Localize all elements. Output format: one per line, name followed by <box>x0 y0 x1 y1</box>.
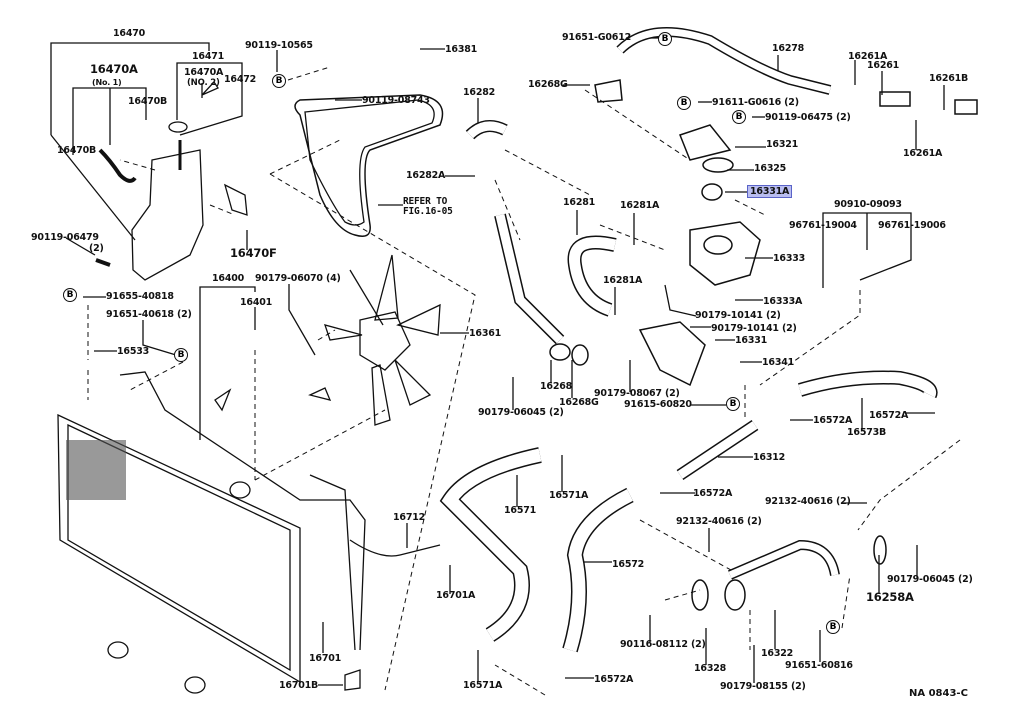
part-label[interactable]: 16571 <box>504 505 537 516</box>
radiator-drawing <box>57 371 441 694</box>
part-label[interactable]: 16282 <box>463 87 496 98</box>
part-label[interactable]: 16401 <box>240 297 273 308</box>
figure-code: NA 0843-C <box>909 688 968 699</box>
part-label[interactable]: 16261B <box>929 73 969 84</box>
part-label[interactable]: 90179-08067 (2) <box>594 388 680 399</box>
part-label[interactable]: 16333 <box>773 253 806 264</box>
part-label[interactable]: 91655-40818 <box>106 291 174 302</box>
part-label[interactable]: 16571A <box>549 490 589 501</box>
part-label[interactable]: 16261A <box>903 148 943 159</box>
part-label[interactable]: 90119-08743 <box>362 95 430 106</box>
leader-lines <box>50 37 945 686</box>
part-label[interactable]: 16572 <box>612 559 645 570</box>
part-label[interactable]: 16470A <box>184 67 224 78</box>
reference-note-line1: REFER TO <box>403 196 448 207</box>
part-label[interactable]: 16281A <box>603 275 643 286</box>
part-label[interactable]: 91615-60820 <box>624 399 692 410</box>
part-label[interactable]: 16470F <box>230 246 277 260</box>
part-label[interactable]: 16573B <box>847 427 887 438</box>
bolt-marker-b: B <box>732 110 746 124</box>
part-label[interactable]: 16281 <box>563 197 596 208</box>
part-label[interactable]: 90179-08155 (2) <box>720 681 806 692</box>
part-label[interactable]: 16712 <box>393 512 426 523</box>
part-label[interactable]: 90119-06475 (2) <box>765 112 851 123</box>
part-label[interactable]: 16571A <box>463 680 503 691</box>
part-label[interactable]: 90179-06045 (2) <box>887 574 973 585</box>
part-label[interactable]: 16572A <box>813 415 853 426</box>
part-label[interactable]: 16321 <box>766 139 799 150</box>
part-label[interactable]: 91651-60816 <box>785 660 853 671</box>
hoses-drawing <box>439 27 978 653</box>
part-label[interactable]: 90179-06045 (2) <box>478 407 564 418</box>
reference-note-line2[interactable]: FIG.16-05 <box>403 206 453 217</box>
part-label[interactable]: 92132-40616 (2) <box>676 516 762 527</box>
part-label[interactable]: 16325 <box>754 163 787 174</box>
part-label[interactable]: 16331 <box>735 335 768 346</box>
part-label[interactable]: 16312 <box>753 452 786 463</box>
bolt-marker-b: B <box>826 620 840 634</box>
part-label[interactable]: 90910-09093 <box>834 199 902 210</box>
part-label[interactable]: 16381 <box>445 44 478 55</box>
part-label[interactable]: 16361 <box>469 328 502 339</box>
part-label[interactable]: 90116-08112 (2) <box>620 639 706 650</box>
part-label[interactable]: 16268G <box>528 79 568 90</box>
part-label[interactable]: 16470B <box>57 145 97 156</box>
part-label-note: (No. 1) <box>92 78 122 87</box>
part-label[interactable]: 16701 <box>309 653 342 664</box>
part-label[interactable]: 16470 <box>113 28 146 39</box>
part-label[interactable]: 16322 <box>761 648 794 659</box>
bolt-marker-b: B <box>63 288 77 302</box>
part-label[interactable]: 96761-19006 <box>878 220 946 231</box>
part-label[interactable]: 96761-19004 <box>789 220 857 231</box>
part-label[interactable]: 16341 <box>762 357 795 368</box>
part-label[interactable]: 90119-06479 <box>31 232 99 243</box>
bolt-marker-b: B <box>174 348 188 362</box>
part-label[interactable]: 90179-10141 (2) <box>711 323 797 334</box>
bolt-marker-b: B <box>726 397 740 411</box>
part-label[interactable]: 16261A <box>848 51 888 62</box>
part-label[interactable]: 16533 <box>117 346 150 357</box>
part-label[interactable]: 16572A <box>869 410 909 421</box>
part-label[interactable]: 91651-G0612 <box>562 32 632 43</box>
part-label[interactable]: 16268 <box>540 381 573 392</box>
assembly-dashed-lines <box>87 66 961 696</box>
part-label-note: (NO. 2) <box>187 78 220 88</box>
cooling-fan-drawing <box>324 254 441 426</box>
part-label[interactable]: 16278 <box>772 43 805 54</box>
part-label[interactable]: 16572A <box>594 674 634 685</box>
part-label[interactable]: 16472 <box>224 74 257 85</box>
bolt-marker-b: B <box>272 74 286 88</box>
part-label[interactable]: 90179-10141 (2) <box>695 310 781 321</box>
part-label[interactable]: 16471 <box>192 51 225 62</box>
part-label[interactable]: 16261 <box>867 60 900 71</box>
part-label[interactable]: 16333A <box>763 296 803 307</box>
part-label[interactable]: 91651-40618 (2) <box>106 309 192 320</box>
part-label[interactable]: 16328 <box>694 663 727 674</box>
coolant-reservoir-drawing <box>95 80 248 281</box>
part-label[interactable]: 16572A <box>693 488 733 499</box>
part-label[interactable]: 90119-10565 <box>245 40 313 51</box>
part-label[interactable]: 16701B <box>279 680 319 691</box>
part-label[interactable]: 16281A <box>620 200 660 211</box>
part-label[interactable]: 16268G <box>559 397 599 408</box>
part-label-note: (2) <box>89 243 104 254</box>
part-label-highlighted[interactable]: 16331A <box>747 185 793 198</box>
bolt-marker-b: B <box>677 96 691 110</box>
part-label[interactable]: 92132-40616 (2) <box>765 496 851 507</box>
part-label[interactable]: 16701A <box>436 590 476 601</box>
bolt-marker-b: B <box>658 32 672 46</box>
part-label[interactable]: 16258A <box>866 590 914 604</box>
part-label[interactable]: 16470A <box>90 62 138 76</box>
part-label[interactable]: 16470B <box>128 96 168 107</box>
part-label[interactable]: 91611-G0616 (2) <box>712 97 799 108</box>
part-label[interactable]: 16400 <box>212 273 245 284</box>
drive-belt-drawing <box>294 94 444 237</box>
part-label[interactable]: 16282A <box>406 170 446 181</box>
part-label[interactable]: 90179-06070 (4) <box>255 273 341 284</box>
